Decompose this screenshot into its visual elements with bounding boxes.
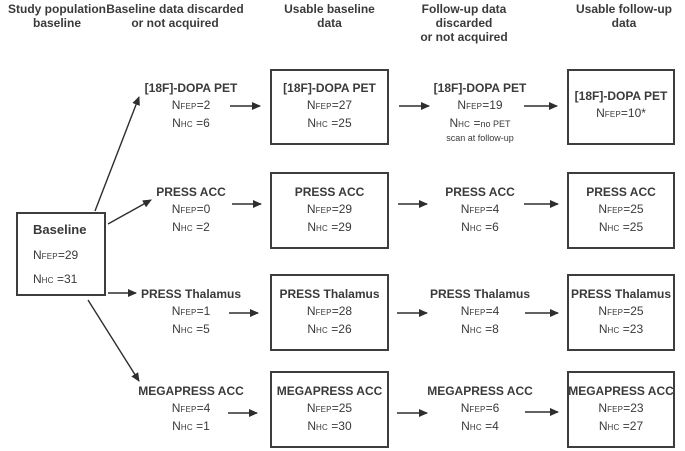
node-title: PRESS ACC xyxy=(586,184,656,199)
n-fep-line: NFEP=6 xyxy=(460,400,500,415)
node-title: [18F]-DOPA PET xyxy=(574,89,668,103)
node-title: MEGAPRESS ACC xyxy=(276,383,383,398)
dopa-pet-followup-discarded-node: [18F]-DOPA PET NFEP=19 NHC =no PET scan … xyxy=(421,69,539,155)
column-header-usable-baseline: Usable baseline data xyxy=(284,2,375,30)
press-acc-usable-baseline-box: PRESS ACC NFEP=29 NHC =29 xyxy=(270,172,389,249)
node-title: PRESS Thalamus xyxy=(279,286,380,301)
press-thalamus-baseline-discarded-node: PRESS Thalamus NFEP=1 NHC =5 xyxy=(128,274,254,351)
n-hc-line: NHC =8 xyxy=(461,321,499,336)
n-hc-line: NHC =27 xyxy=(598,418,644,433)
press-acc-followup-discarded-node: PRESS ACC NFEP=4 NHC =6 xyxy=(421,172,539,249)
n-hc-line: NHC =23 xyxy=(598,321,644,336)
node-title: MEGAPRESS ACC xyxy=(568,383,674,398)
n-hc-line: NHC =1 xyxy=(172,418,210,433)
n-fep-line: NFEP=27 xyxy=(306,98,353,112)
n-fep-line: NFEP=25 xyxy=(306,400,353,415)
n-fep-line: NFEP=4 xyxy=(171,400,211,415)
press-acc-baseline-discarded-node: PRESS ACC NFEP=0 NHC =2 xyxy=(135,172,247,249)
megapress-acc-usable-baseline-box: MEGAPRESS ACC NFEP=25 NHC =30 xyxy=(270,371,389,448)
n-hc-line: NHC =26 xyxy=(307,321,352,336)
n-hc-line: NHC =6 xyxy=(172,116,210,130)
node-title: MEGAPRESS ACC xyxy=(427,383,533,398)
n-fep-line: NFEP=10* xyxy=(596,106,646,120)
node-title: PRESS ACC xyxy=(156,184,226,199)
n-fep-line: NFEP=4 xyxy=(460,201,500,216)
n-fep-line: NFEP=1 xyxy=(171,303,211,318)
n-hc-line: NHC =2 xyxy=(172,219,210,234)
arrow-baseline-to-megapress xyxy=(87,299,140,382)
dopa-pet-baseline-discarded-node: [18F]-DOPA PET NFEP=2 NHC =6 xyxy=(135,69,247,145)
n-fep-line: NFEP=25 xyxy=(598,303,644,318)
column-header-study-population: Study population baseline xyxy=(8,2,106,30)
arrow-baseline-to-press-acc xyxy=(107,199,152,225)
n-hc-line: NHC =29 xyxy=(307,219,352,234)
node-title: MEGAPRESS ACC xyxy=(138,383,244,398)
n-hc-line: NHC =5 xyxy=(172,321,210,336)
n-hc-note: scan at follow-up xyxy=(446,132,514,143)
press-thalamus-usable-followup-box: PRESS Thalamus NFEP=25 NHC =23 xyxy=(567,274,675,351)
n-fep-line: NFEP=25 xyxy=(598,201,644,216)
column-header-usable-followup: Usable follow-up data xyxy=(576,2,672,30)
n-fep-line: NFEP=28 xyxy=(306,303,353,318)
press-thalamus-followup-discarded-node: PRESS Thalamus NFEP=4 NHC =8 xyxy=(421,274,539,351)
arrow-baseline-to-dopa xyxy=(94,96,140,212)
n-fep-line: NFEP=19 xyxy=(457,97,503,112)
n-hc-line: NHC =25 xyxy=(307,116,352,130)
baseline-n-hc: NHC =31 xyxy=(33,272,78,286)
dopa-pet-usable-baseline-box: [18F]-DOPA PET NFEP=27 NHC =25 xyxy=(270,69,389,145)
node-title: [18F]-DOPA PET xyxy=(433,80,527,95)
n-fep-line: NFEP=29 xyxy=(306,201,353,216)
n-hc-line: NHC =30 xyxy=(307,418,352,433)
node-title: PRESS ACC xyxy=(294,184,365,199)
n-fep-line: NFEP=0 xyxy=(171,201,211,216)
megapress-acc-baseline-discarded-node: MEGAPRESS ACC NFEP=4 NHC =1 xyxy=(128,371,254,448)
n-hc-line: NHC =25 xyxy=(598,219,644,234)
n-hc-line: NHC =6 xyxy=(461,219,499,234)
n-hc-line: NHC =4 xyxy=(461,418,499,433)
column-header-followup-discarded: Follow-up data discarded or not acquired xyxy=(420,2,508,44)
press-thalamus-usable-baseline-box: PRESS Thalamus NFEP=28 NHC =26 xyxy=(270,274,389,351)
baseline-title: Baseline xyxy=(33,222,87,237)
megapress-acc-followup-discarded-node: MEGAPRESS ACC NFEP=6 NHC =4 xyxy=(421,371,539,448)
baseline-box: Baseline NFEP=29 NHC =31 xyxy=(16,212,106,296)
press-acc-usable-followup-box: PRESS ACC NFEP=25 NHC =25 xyxy=(567,172,675,249)
column-header-baseline-discarded: Baseline data discarded or not acquired xyxy=(106,2,244,30)
node-title: PRESS ACC xyxy=(445,184,515,199)
megapress-acc-usable-followup-box: MEGAPRESS ACC NFEP=23 NHC =27 xyxy=(567,371,675,448)
node-title: PRESS Thalamus xyxy=(570,286,672,301)
dopa-pet-usable-followup-box: [18F]-DOPA PET NFEP=10* xyxy=(567,69,675,145)
n-fep-line: NFEP=4 xyxy=(460,303,500,318)
n-hc-line: NHC =no PET xyxy=(449,115,511,130)
node-title: PRESS Thalamus xyxy=(429,286,531,301)
node-title: [18F]-DOPA PET xyxy=(144,81,238,95)
n-fep-line: NFEP=2 xyxy=(171,98,211,112)
node-title: PRESS Thalamus xyxy=(140,286,242,301)
n-fep-line: NFEP=23 xyxy=(598,400,644,415)
baseline-n-fep: NFEP=29 xyxy=(33,248,79,262)
node-title: [18F]-DOPA PET xyxy=(283,81,376,95)
